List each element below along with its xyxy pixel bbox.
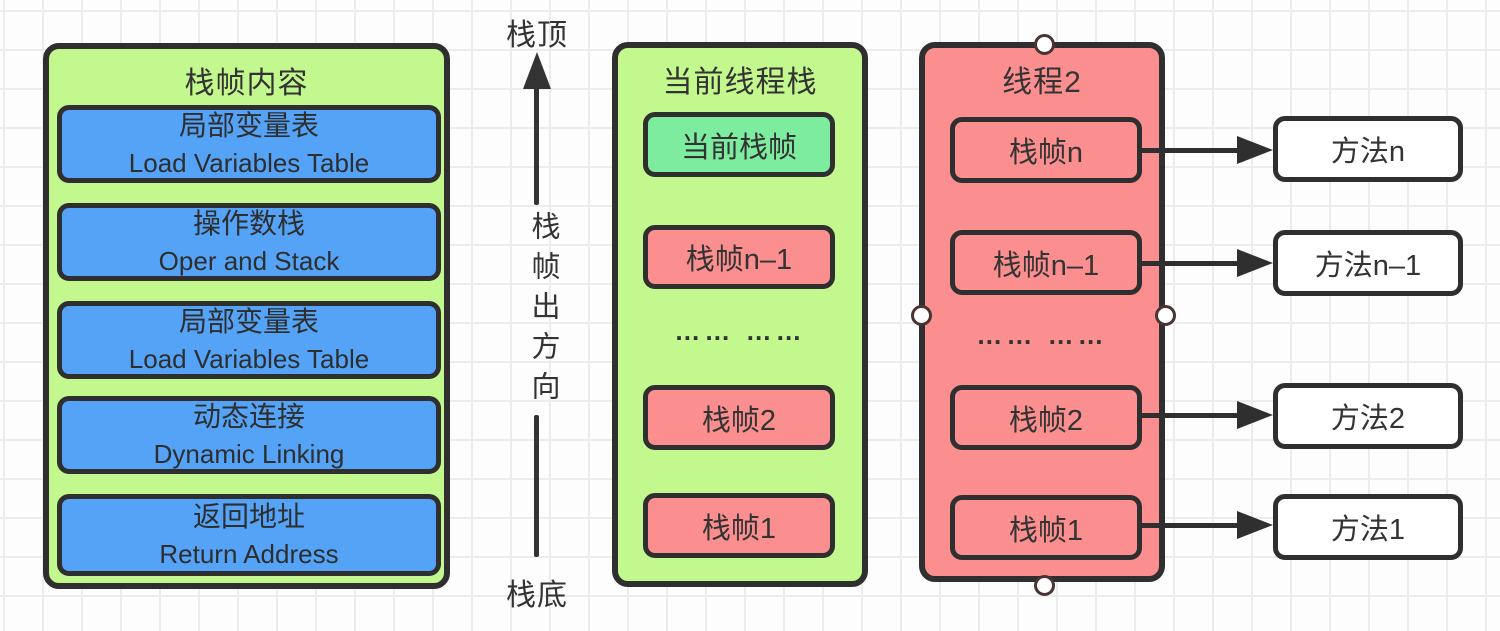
arrow-frame-2-to-method-2[interactable] (1140, 401, 1273, 429)
selection-handle-left[interactable] (911, 305, 932, 326)
arrow-head-icon (1237, 249, 1273, 277)
stack-top-label: 栈顶 (506, 19, 568, 52)
thread2-frame-1-box[interactable]: 栈帧1 (950, 495, 1142, 560)
method-n-1-box[interactable]: 方法n–1 (1273, 230, 1463, 296)
method-1-box[interactable]: 方法1 (1273, 494, 1463, 560)
ellipsis-text: …… …… (976, 320, 1108, 350)
frame-item-en: Return Address (159, 539, 339, 569)
thread2-frame-n-box[interactable]: 栈帧n (950, 117, 1142, 183)
frame-item-operand-stack[interactable]: 操作数栈 Oper and Stack (57, 203, 441, 281)
arrow-head-icon (1237, 401, 1273, 429)
frame-item-zh: 操作数栈 (192, 208, 305, 239)
frame-item-local-variables-2[interactable]: 局部变量表 Load Variables Table (57, 301, 441, 379)
frame-item-en: Load Variables Table (128, 148, 370, 178)
stack-bottom-label: 栈底 (506, 579, 568, 612)
frame-item-en: Dynamic Linking (153, 439, 345, 469)
frame-item-zh: 局部变量表 (178, 110, 319, 141)
frame-item-zh: 返回地址 (192, 501, 305, 532)
frame-n-1-box[interactable]: 栈帧n–1 (643, 225, 835, 289)
arrow-shaft (1140, 148, 1243, 153)
axis-line-segment (534, 415, 539, 557)
frame-content-panel[interactable]: 栈帧内容 局部变量表 Load Variables Table 操作数栈 Ope… (43, 43, 450, 589)
frame-1-box[interactable]: 栈帧1 (643, 493, 835, 558)
ellipsis-text: …… …… (674, 316, 806, 346)
frame-item-zh: 动态连接 (192, 401, 305, 432)
arrow-frame-n-1-to-method-n-1[interactable] (1140, 249, 1273, 277)
stack-pop-direction-label: 栈帧出方向 (527, 211, 559, 411)
thread2-frame-n-1-box[interactable]: 栈帧n–1 (950, 230, 1142, 295)
arrow-head-icon (1237, 136, 1273, 164)
thread2-frame-2-box[interactable]: 栈帧2 (950, 385, 1142, 450)
frame-item-zh: 局部变量表 (178, 306, 319, 337)
up-arrow-icon (523, 52, 551, 89)
method-n-box[interactable]: 方法n (1273, 116, 1463, 182)
method-2-box[interactable]: 方法2 (1273, 383, 1463, 449)
arrow-frame-1-to-method-1[interactable] (1140, 511, 1273, 539)
selection-handle-right[interactable] (1155, 305, 1176, 326)
thread2-panel[interactable]: 线程2 栈帧n 栈帧n–1 …… …… 栈帧2 栈帧1 (919, 42, 1165, 582)
selection-handle-bottom[interactable] (1034, 575, 1055, 596)
frame-item-en: Oper and Stack (158, 246, 340, 276)
frame-content-title: 栈帧内容 (184, 67, 309, 100)
up-arrow-shaft (534, 84, 539, 205)
current-thread-stack-title: 当前线程栈 (662, 66, 818, 99)
arrow-frame-n-to-method-n[interactable] (1140, 136, 1273, 164)
arrow-shaft (1140, 413, 1243, 418)
frame-item-return-address[interactable]: 返回地址 Return Address (57, 494, 441, 576)
frame-item-local-variables-1[interactable]: 局部变量表 Load Variables Table (57, 105, 441, 183)
frame-item-dynamic-linking[interactable]: 动态连接 Dynamic Linking (57, 396, 441, 474)
selection-handle-top[interactable] (1034, 34, 1055, 55)
frame-item-en: Load Variables Table (128, 344, 370, 374)
current-thread-stack-panel[interactable]: 当前线程栈 当前栈帧 栈帧n–1 …… …… 栈帧2 栈帧1 (612, 42, 868, 587)
arrow-shaft (1140, 261, 1243, 266)
thread2-title: 线程2 (1002, 66, 1082, 99)
arrow-head-icon (1237, 511, 1273, 539)
current-frame-box[interactable]: 当前栈帧 (643, 112, 835, 177)
frame-2-box[interactable]: 栈帧2 (643, 385, 835, 450)
arrow-shaft (1140, 523, 1243, 528)
